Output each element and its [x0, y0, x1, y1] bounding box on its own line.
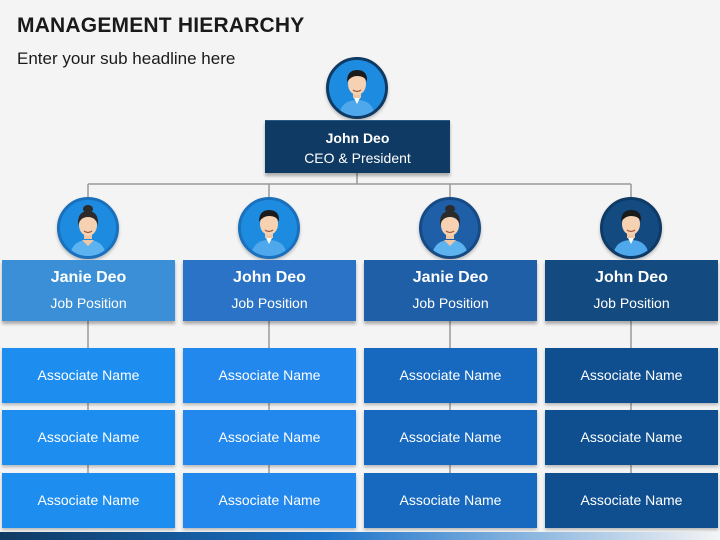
- manager-name: John Deo: [233, 269, 306, 286]
- manager-name: John Deo: [595, 269, 668, 286]
- associate-card[interactable]: Associate Name: [545, 410, 718, 465]
- bottom-accent-bar: [0, 532, 720, 540]
- manager-role: Job Position: [593, 295, 670, 311]
- associate-card[interactable]: Associate Name: [2, 348, 175, 403]
- female-avatar-icon: [422, 200, 478, 256]
- associate-card[interactable]: Associate Name: [364, 473, 537, 528]
- manager-card[interactable]: Janie Deo Job Position: [364, 260, 537, 321]
- ceo-card[interactable]: John Deo CEO & President: [265, 120, 450, 173]
- page-title: MANAGEMENT HIERARCHY: [17, 14, 305, 37]
- ceo-role: CEO & President: [304, 150, 411, 166]
- associate-card[interactable]: Associate Name: [2, 410, 175, 465]
- associate-card[interactable]: Associate Name: [364, 410, 537, 465]
- female-avatar-icon: [60, 200, 116, 256]
- associate-card[interactable]: Associate Name: [183, 348, 356, 403]
- male-avatar-icon: [329, 60, 385, 116]
- manager-role: Job Position: [412, 295, 489, 311]
- male-avatar-icon: [603, 200, 659, 256]
- manager-role: Job Position: [50, 295, 127, 311]
- associate-card[interactable]: Associate Name: [364, 348, 537, 403]
- manager-card[interactable]: John Deo Job Position: [183, 260, 356, 321]
- associate-card[interactable]: Associate Name: [183, 473, 356, 528]
- associate-card[interactable]: Associate Name: [2, 473, 175, 528]
- manager-avatar: [57, 197, 119, 259]
- ceo-avatar: [326, 57, 388, 119]
- manager-role: Job Position: [231, 295, 308, 311]
- manager-avatar: [238, 197, 300, 259]
- manager-card[interactable]: Janie Deo Job Position: [2, 260, 175, 321]
- manager-avatar: [600, 197, 662, 259]
- page-subtitle: Enter your sub headline here: [17, 49, 236, 68]
- manager-name: Janie Deo: [50, 269, 127, 286]
- associate-card[interactable]: Associate Name: [545, 348, 718, 403]
- male-avatar-icon: [241, 200, 297, 256]
- manager-card[interactable]: John Deo Job Position: [545, 260, 718, 321]
- associate-card[interactable]: Associate Name: [183, 410, 356, 465]
- associate-card[interactable]: Associate Name: [545, 473, 718, 528]
- manager-name: Janie Deo: [412, 269, 489, 286]
- ceo-name: John Deo: [325, 130, 390, 146]
- manager-avatar: [419, 197, 481, 259]
